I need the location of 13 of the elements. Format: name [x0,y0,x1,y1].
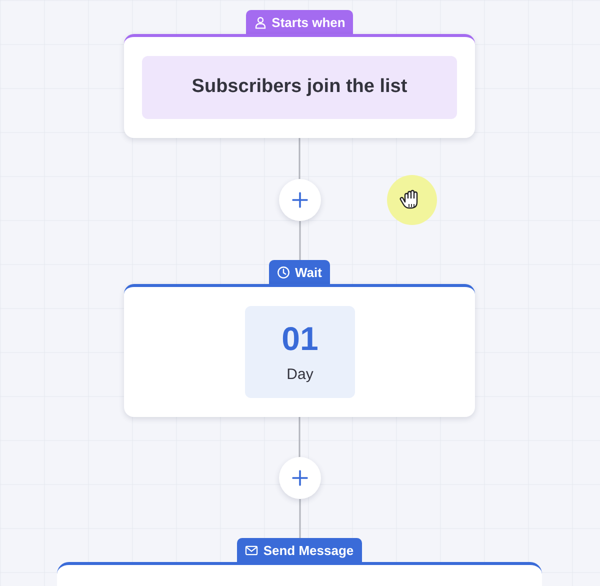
step-type-label: Starts when [272,15,346,30]
step-type-label: Wait [295,265,322,280]
connector-line [299,221,301,260]
add-step-button [279,179,321,221]
trigger-text: Subscribers join the list [192,77,408,98]
add-step-button [279,457,321,499]
trigger-panel [142,56,457,119]
delay-value: 01 [282,320,318,357]
delay-unit: Day [286,366,314,384]
connector-line [299,499,301,538]
connector-line [298,417,300,457]
step-type-label: Send Message [263,543,354,558]
connector-line [298,138,300,179]
